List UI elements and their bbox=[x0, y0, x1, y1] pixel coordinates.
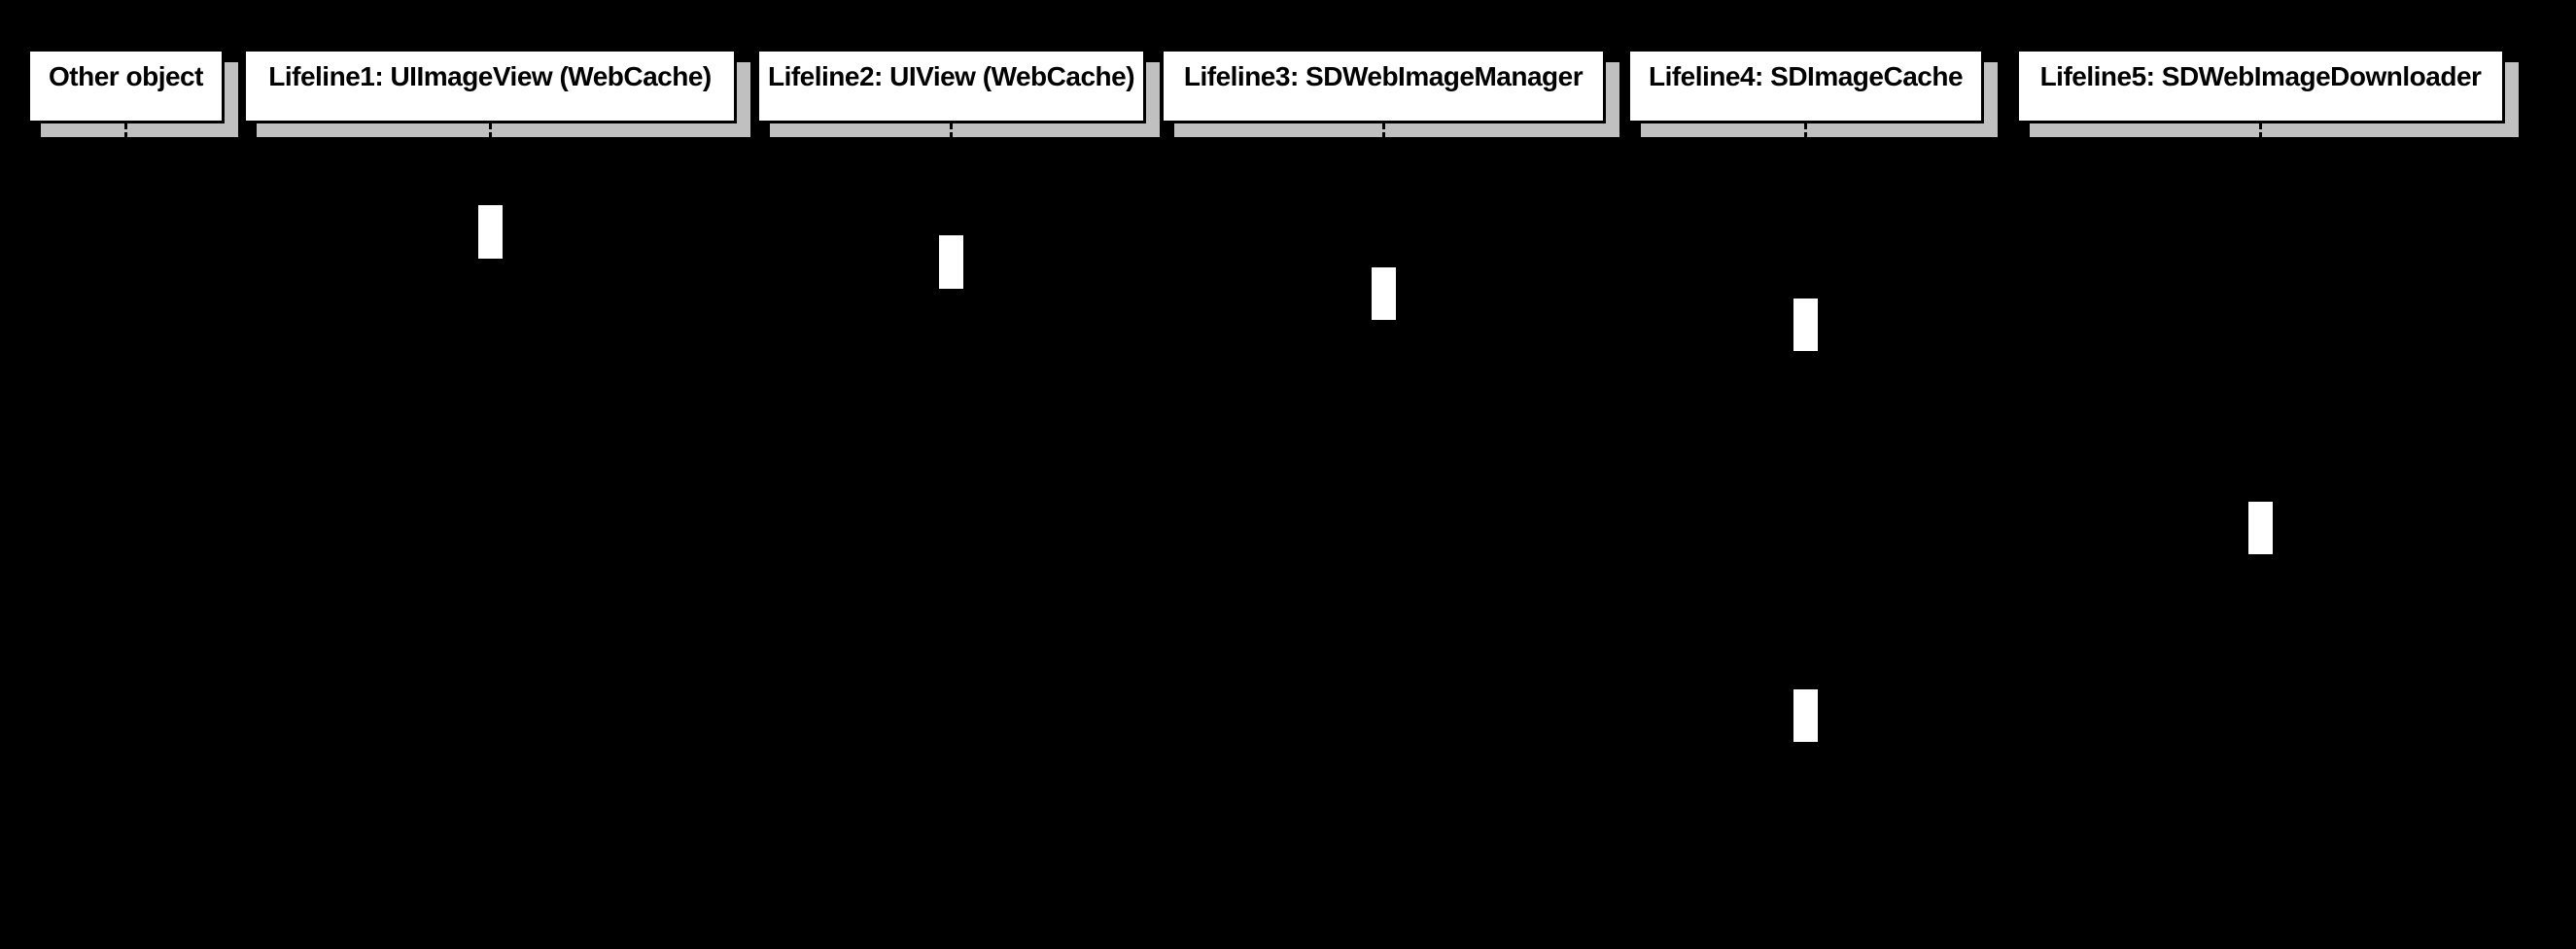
lifeline-head-label: Lifeline1: UIImageView (WebCache) bbox=[268, 61, 712, 91]
lifeline-head-label: Lifeline3: SDWebImageManager bbox=[1183, 61, 1584, 91]
lifeline-line-4 bbox=[1804, 123, 1807, 924]
activation-bar-3 bbox=[1793, 299, 1818, 351]
activation-bar-0 bbox=[477, 205, 503, 259]
lifeline-head-3: Lifeline3: SDWebImageManager bbox=[1161, 49, 1606, 123]
lifeline-line-1 bbox=[488, 123, 492, 924]
activation-bar-5 bbox=[1793, 689, 1818, 742]
lifeline-line-0 bbox=[124, 123, 127, 924]
lifeline-line-3 bbox=[1381, 123, 1385, 924]
lifeline-head-0: Other object bbox=[27, 49, 225, 123]
lifeline-head-label: Lifeline4: SDImageCache bbox=[1648, 61, 1964, 91]
activation-bar-4 bbox=[2248, 502, 2273, 554]
lifeline-head-5: Lifeline5: SDWebImageDownloader bbox=[2016, 49, 2505, 123]
activation-bar-2 bbox=[1371, 267, 1396, 320]
lifeline-head-4: Lifeline4: SDImageCache bbox=[1627, 49, 1984, 123]
lifeline-line-2 bbox=[950, 123, 953, 924]
lifeline-head-1: Lifeline1: UIImageView (WebCache) bbox=[243, 49, 737, 123]
lifeline-head-label: Lifeline2: UIView (WebCache) bbox=[767, 61, 1135, 91]
lifeline-head-label: Other object bbox=[49, 61, 203, 91]
activation-bar-1 bbox=[939, 235, 963, 289]
lifeline-head-label: Lifeline5: SDWebImageDownloader bbox=[2039, 61, 2482, 91]
lifeline-head-2: Lifeline2: UIView (WebCache) bbox=[756, 49, 1146, 123]
